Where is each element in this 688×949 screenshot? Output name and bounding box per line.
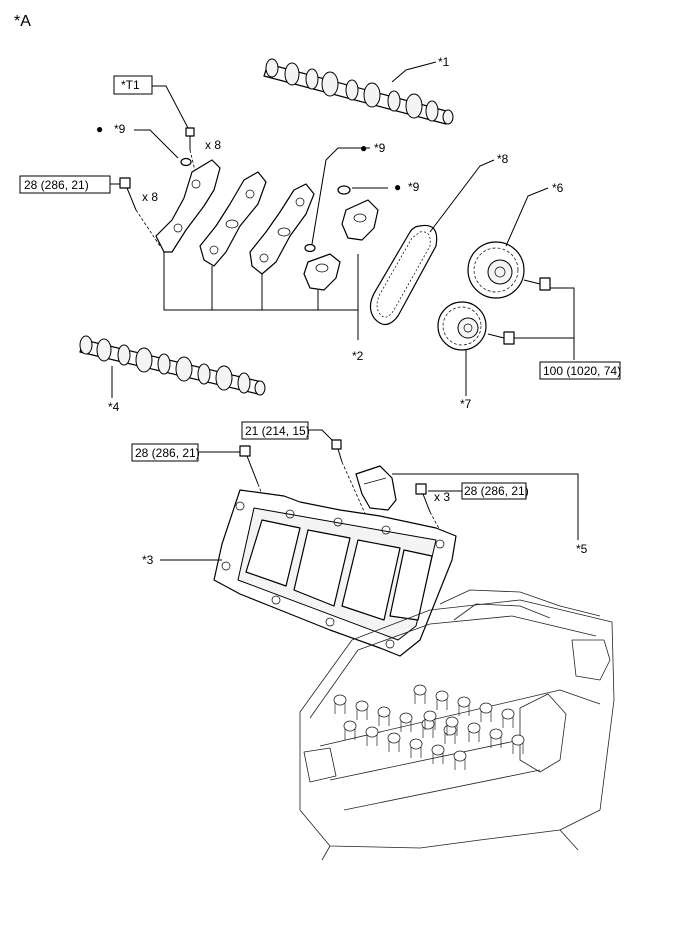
callout-4: *4 xyxy=(108,400,120,414)
valve-spring-body xyxy=(512,743,524,754)
camshaft-cap-right xyxy=(341,199,379,241)
torque-gear-label: 100 (1020, 74) xyxy=(543,364,621,378)
valve-spring-body xyxy=(480,711,492,722)
valve-spring xyxy=(511,734,525,746)
bearing-cap-bolt-upper xyxy=(185,127,195,150)
valve-spring-body xyxy=(458,705,470,716)
gear-bolt-lower xyxy=(487,331,515,345)
camshaft-housing-3 xyxy=(249,183,315,275)
valve-spring xyxy=(501,708,515,720)
valve-spring-body xyxy=(334,703,346,714)
torque-28-mid-label: 28 (286, 21) xyxy=(135,446,200,460)
figure-label: *A xyxy=(14,13,31,30)
valve-spring-body xyxy=(424,719,436,730)
callout-7: *7 xyxy=(460,397,472,411)
valve-spring-body xyxy=(432,753,444,764)
tool-callout-box xyxy=(113,75,153,95)
valve-spring xyxy=(489,728,503,740)
camshaft-housing-1 xyxy=(155,159,221,253)
valve-spring xyxy=(343,720,357,732)
valve-spring-body xyxy=(502,717,514,728)
cylinder-head-block xyxy=(299,589,615,861)
valve-spring xyxy=(333,694,347,706)
valve-spring-body xyxy=(388,741,400,752)
o-ring-middle xyxy=(304,243,316,253)
quantity-x8-upper: x 8 xyxy=(205,138,221,152)
valve-spring xyxy=(435,690,449,702)
valve-spring xyxy=(409,738,423,750)
camshaft-lower-part xyxy=(79,335,266,396)
camshaft-timing-gear-7 xyxy=(437,301,487,351)
bullet-mark-1: ● xyxy=(96,122,103,136)
gear-bolt-upper xyxy=(523,277,551,291)
bolt-21 xyxy=(331,439,343,463)
callout-9-right: *9 xyxy=(408,180,420,194)
valve-spring xyxy=(387,732,401,744)
valve-spring xyxy=(413,684,427,696)
bolt-28-mid xyxy=(239,445,259,485)
camshaft-upper-part xyxy=(263,58,454,125)
valve-spring xyxy=(431,744,445,756)
valve-spring xyxy=(445,716,459,728)
valve-spring xyxy=(423,710,437,722)
callout-9-left: *9 xyxy=(114,122,126,136)
bearing-cap-bolt-left xyxy=(119,177,137,211)
camshaft-housing-frame xyxy=(213,489,457,657)
quantity-x8-left: x 8 xyxy=(142,190,158,204)
valve-spring xyxy=(467,722,481,734)
valve-spring-body xyxy=(468,731,480,742)
bolt-28-right xyxy=(415,483,431,513)
valve-spring-body xyxy=(422,727,434,738)
timing-chain xyxy=(369,224,438,326)
callout-6: *6 xyxy=(552,181,564,195)
callout-t1: *T1 xyxy=(121,78,140,92)
torque-box-gear xyxy=(539,361,621,380)
valve-spring xyxy=(365,726,379,738)
valve-spring-body xyxy=(490,737,502,748)
torque-21-label: 21 (214, 15) xyxy=(245,424,310,438)
valve-spring xyxy=(377,706,391,718)
camshaft-timing-gear-6 xyxy=(467,241,525,299)
valve-spring xyxy=(355,700,369,712)
valve-spring xyxy=(479,702,493,714)
valve-spring xyxy=(453,750,467,762)
valve-spring-body xyxy=(436,699,448,710)
callout-1: *1 xyxy=(438,55,450,69)
valve-spring-body xyxy=(446,725,458,736)
valve-spring-body xyxy=(444,733,456,744)
callout-3: *3 xyxy=(142,553,154,567)
o-ring-right xyxy=(337,185,351,195)
valve-spring-body xyxy=(410,747,422,758)
callout-9-middle: *9 xyxy=(374,141,386,155)
torque-left-label: 28 (286, 21) xyxy=(24,178,89,192)
valve-spring-body xyxy=(454,759,466,770)
valve-spring-body xyxy=(356,709,368,720)
chain-tensioner xyxy=(355,465,397,511)
bullet-mark-3: ● xyxy=(394,180,401,194)
callout-8: *8 xyxy=(497,152,509,166)
quantity-x3: x 3 xyxy=(434,490,450,504)
valve-spring-body xyxy=(366,735,378,746)
valve-spring-body xyxy=(378,715,390,726)
valve-spring-body xyxy=(344,729,356,740)
o-ring-left xyxy=(180,157,192,167)
camshaft-cap-small xyxy=(303,253,341,291)
camshaft-housing-2 xyxy=(199,171,267,267)
callout-5: *5 xyxy=(576,542,588,556)
valve-springs xyxy=(333,684,525,770)
valve-spring-body xyxy=(400,721,412,732)
valve-spring xyxy=(457,696,471,708)
torque-28-right-label: 28 (286, 21) xyxy=(464,484,529,498)
valve-spring xyxy=(399,712,413,724)
callout-2: *2 xyxy=(352,349,364,363)
valve-spring-body xyxy=(414,693,426,704)
